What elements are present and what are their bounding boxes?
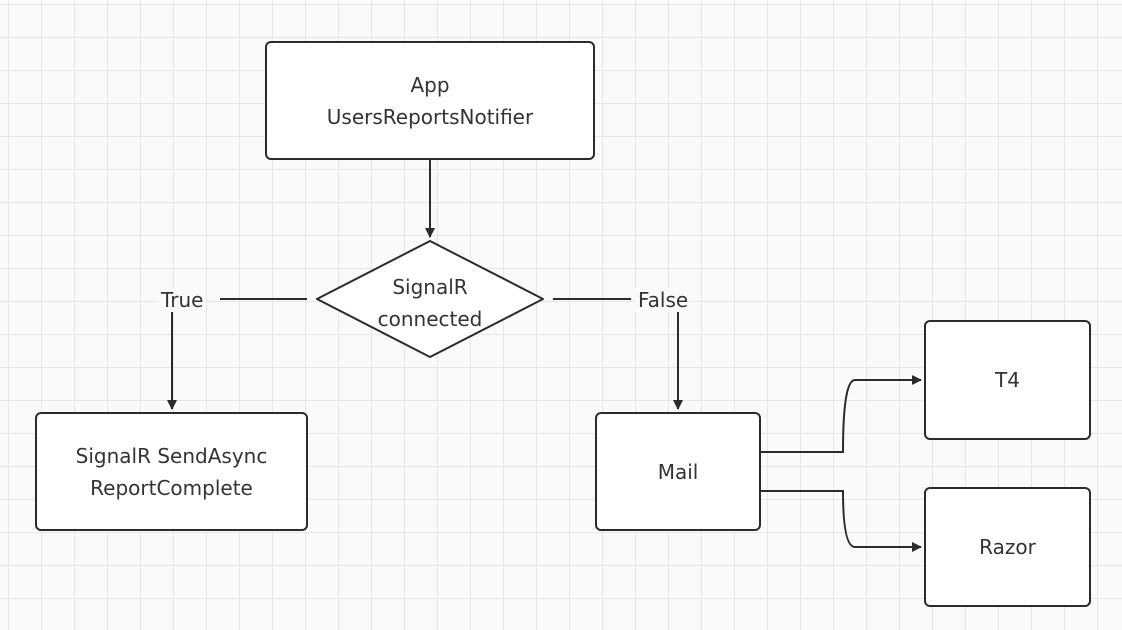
node-t4-label: T4 (995, 368, 1020, 392)
edge-label-true: True (158, 288, 207, 312)
decision-diamond (316, 240, 544, 358)
node-razor-label: Razor (979, 535, 1036, 559)
node-app-line2: UsersReportsNotifier (326, 104, 534, 129)
node-app-users-reports-notifier[interactable]: App UsersReportsNotifier (265, 41, 595, 160)
node-signalr-sendasync[interactable]: SignalR SendAsync ReportComplete (35, 412, 308, 531)
decision-line1: SignalR (392, 275, 468, 299)
decision-line2: connected (377, 307, 483, 331)
node-mail[interactable]: Mail (595, 412, 761, 531)
edge-label-false: False (635, 288, 692, 312)
connector-mail-to-t4 (761, 375, 922, 453)
decision-signalr-connected[interactable]: SignalR connected (345, 270, 515, 336)
node-razor[interactable]: Razor (924, 487, 1091, 607)
node-signalr-send-line2: ReportComplete (90, 475, 253, 500)
node-signalr-send-line1: SignalR SendAsync (75, 443, 268, 468)
node-app-line1: App (410, 72, 450, 97)
connector-mail-to-razor (761, 490, 922, 552)
node-mail-label: Mail (657, 459, 699, 484)
node-t4[interactable]: T4 (924, 320, 1091, 440)
